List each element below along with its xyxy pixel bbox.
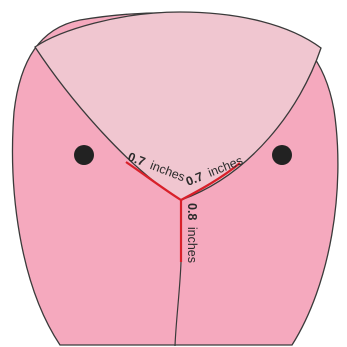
bottom-unit: inches: [185, 227, 199, 263]
bottom-value: 0.8: [185, 203, 199, 220]
bottom-measure-label: 0.8 inches: [185, 203, 199, 263]
right-dot: [272, 145, 292, 165]
left-dot: [74, 145, 94, 165]
